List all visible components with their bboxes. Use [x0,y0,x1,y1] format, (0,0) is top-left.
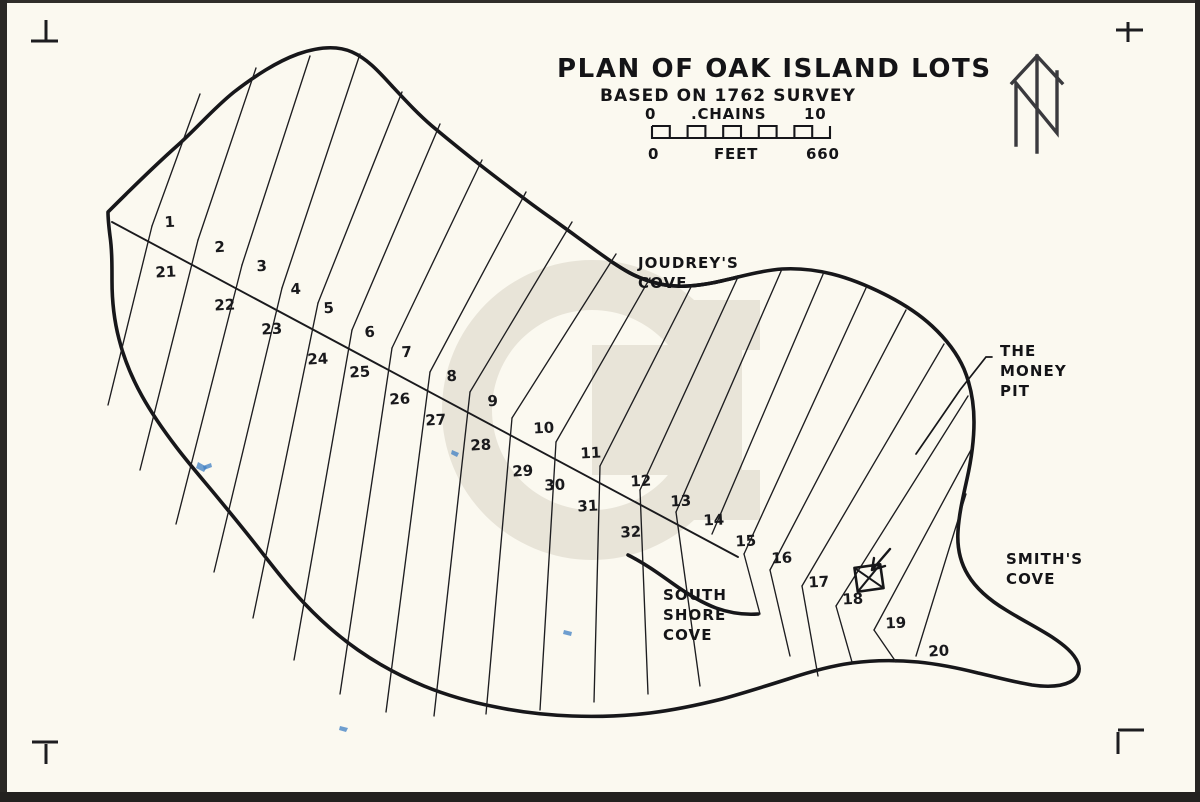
lot-number-3: 3 [256,257,267,276]
lot-number-11: 11 [580,443,602,462]
map-title: PLAN OF OAK ISLAND LOTS [557,54,992,84]
place-label-line: SHORE [663,606,726,624]
lot-number-32: 32 [620,522,642,541]
lot-number-20: 20 [928,641,950,660]
north-arrow-icon [1009,53,1065,154]
chains-max-label: 10 [804,105,826,123]
lot-number-4: 4 [290,280,301,299]
place-label-line: PIT [1000,382,1030,400]
lot-number-30: 30 [544,475,566,494]
place-label-line: COVE [663,626,713,644]
lot-number-24: 24 [307,349,329,368]
lot-number-31: 31 [577,496,599,515]
scan-edge-left [0,0,7,802]
lot-number-17: 17 [808,572,830,591]
place-label-smiths-cove: SMITH'S COVE [1006,550,1083,588]
scan-edge-bottom [0,792,1200,802]
lot-number-2: 2 [214,238,225,257]
place-label-line: SOUTH [663,586,727,604]
island-coastline [106,45,1081,719]
lot-number-21: 21 [155,262,177,281]
lot-number-7: 7 [401,343,412,362]
money-pit-marker[interactable] [853,547,892,593]
lot-division-lines [107,53,973,717]
feet-min-label: 0 [648,145,659,163]
place-label-line: JOUDREY'S [637,254,739,272]
lot-number-12: 12 [630,471,652,490]
feet-unit-label: FEET [714,145,758,163]
place-label-line: COVE [638,274,688,292]
corner-registration-marks [31,20,1144,764]
lot-number-1: 1 [164,213,175,232]
place-label-the-money-pit: THE MONEY PIT [1000,342,1067,400]
lot-number-26: 26 [389,389,411,408]
scale-bar-graphic [650,124,832,140]
place-label-line: MONEY [1000,362,1067,380]
scale-bar: 0 .CHAINS 10 0 FEET 660 [645,105,840,163]
feet-max-label: 660 [806,145,840,163]
lot-number-15: 15 [735,531,757,550]
place-label-south-shore-cove: SOUTH SHORE COVE [663,586,727,644]
lot-number-19: 19 [885,613,907,632]
lot-number-14: 14 [703,510,725,529]
chains-min-label: 0 [645,105,656,123]
place-label-line: THE [1000,342,1036,360]
lot-number-5: 5 [323,299,334,318]
lot-number-23: 23 [261,319,283,338]
lot-number-28: 28 [470,435,492,454]
blue-ink-mark [196,450,572,732]
lot-number-18: 18 [842,589,864,608]
chains-unit-label: .CHAINS [691,105,766,123]
lot-number-13: 13 [670,491,692,510]
place-label-line: SMITH'S [1006,550,1083,568]
scan-edge-right [1195,0,1200,802]
lot-number-6: 6 [364,323,375,342]
scale-bar-checker [652,124,832,140]
lot-number-27: 27 [425,410,447,429]
survey-baseline [111,221,739,558]
joudreys-cove-shoreline [610,260,740,289]
place-label-joudreys-cove: JOUDREY'S COVE [637,254,739,292]
lot-number-29: 29 [512,461,534,480]
lot-number-16: 16 [771,548,793,567]
lot-number-25: 25 [349,362,371,381]
money-pit-leader-line [915,356,993,455]
scan-edge-top [0,0,1200,3]
lot-number-8: 8 [446,367,457,386]
lot-number-group: 1234567891011121314151617181920212223242… [155,213,950,661]
lot-number-22: 22 [214,295,236,314]
scale-bar-frame [650,126,830,140]
south-shore-cove-shoreline [626,553,760,617]
lot-number-9: 9 [487,392,498,411]
place-label-group: JOUDREY'S COVE SOUTH SHORE COVE SMITH'S COVE TH… [637,254,1083,644]
lot-number-10: 10 [533,418,555,437]
map-subtitle: BASED ON 1762 SURVEY [600,86,856,106]
place-label-line: COVE [1006,570,1056,588]
